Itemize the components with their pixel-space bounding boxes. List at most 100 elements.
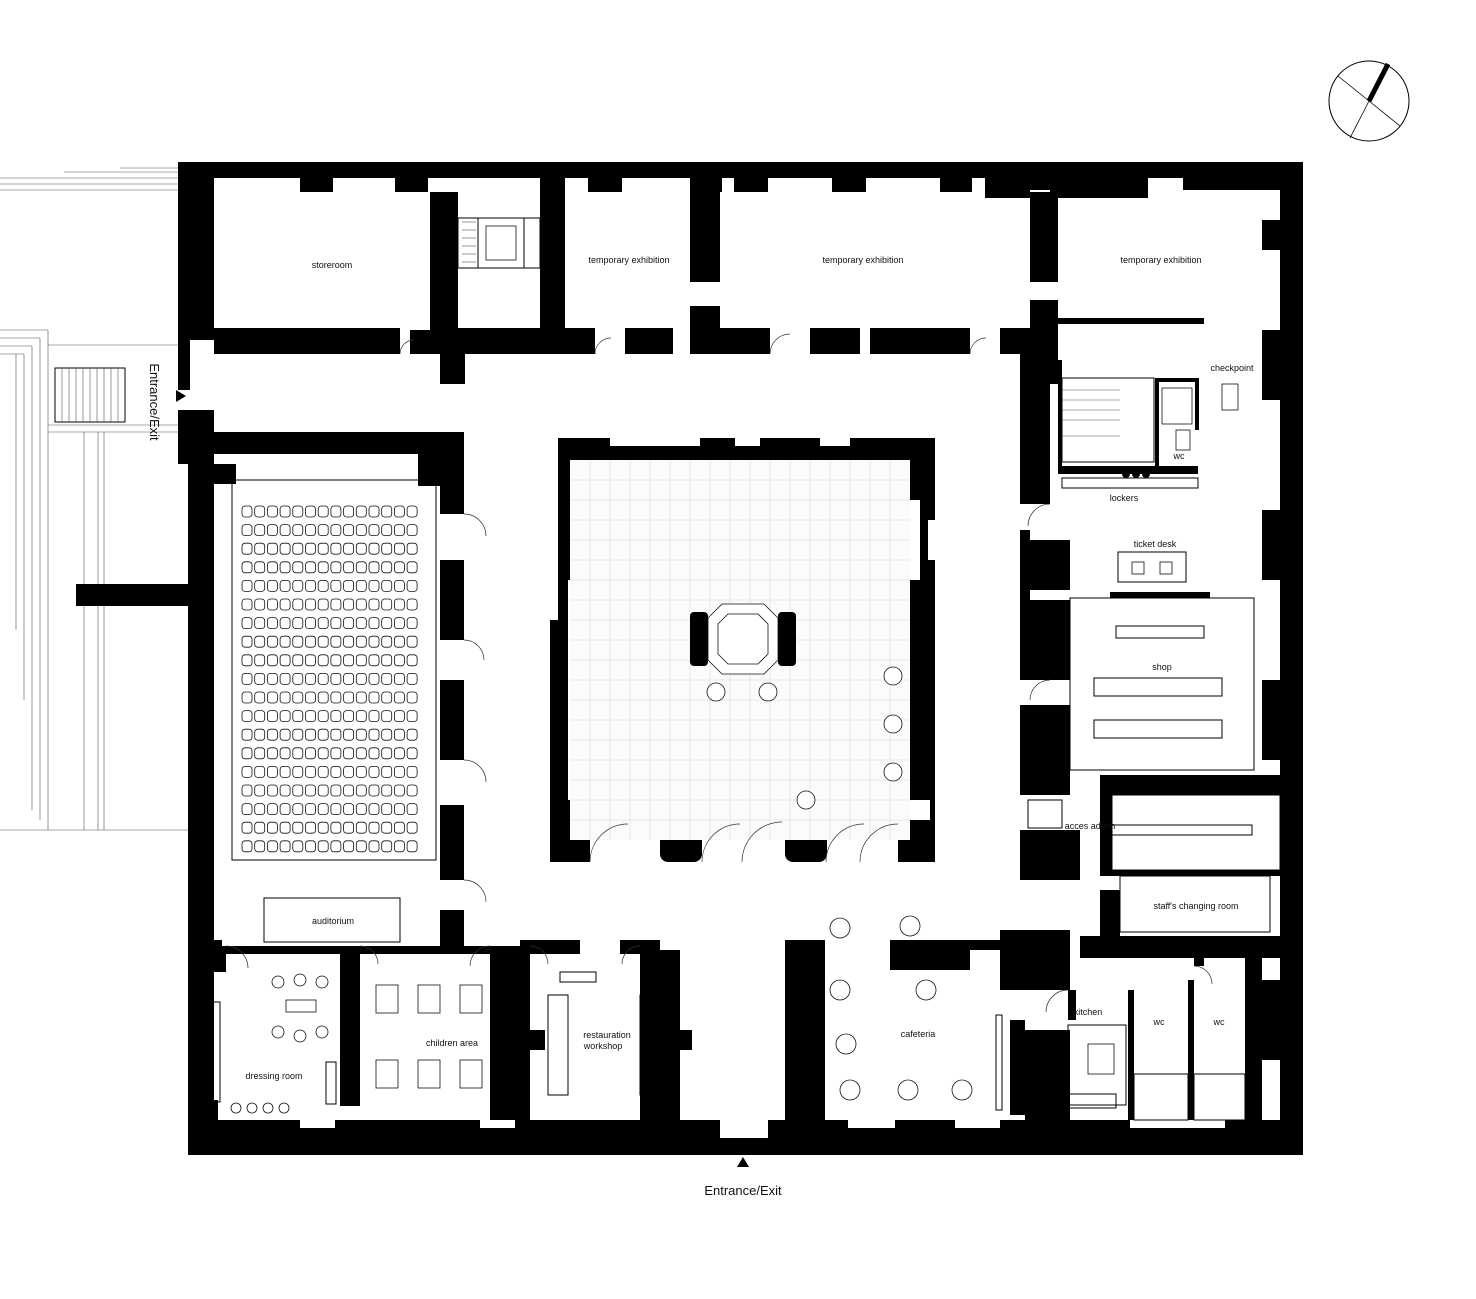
auditorium-seat: [343, 840, 355, 853]
auditorium-seat: [343, 747, 355, 760]
auditorium-seat: [305, 505, 316, 518]
auditorium-seat: [241, 524, 253, 536]
auditorium-seat: [292, 766, 304, 778]
auditorium-seat: [393, 784, 405, 797]
auditorium-seat: [317, 505, 329, 518]
auditorium-seat: [266, 617, 278, 629]
outer-walls: [178, 162, 1303, 1155]
auditorium-seating-area: [231, 479, 437, 861]
auditorium-seat: [406, 728, 418, 741]
auditorium-seat: [406, 803, 418, 815]
auditorium-seat: [317, 766, 329, 778]
auditorium-seat: [317, 691, 329, 704]
site-context-west: [0, 167, 192, 831]
auditorium-seat: [241, 505, 253, 518]
auditorium-seat: [279, 673, 291, 685]
auditorium-seat: [368, 840, 380, 853]
auditorium-seat: [305, 580, 316, 592]
auditorium-seat: [279, 710, 291, 722]
auditorium-seat: [393, 580, 405, 592]
auditorium-seat: [393, 710, 405, 722]
auditorium-seat: [343, 580, 355, 592]
auditorium-seat: [393, 598, 405, 611]
auditorium-seat: [292, 840, 304, 853]
auditorium-seat: [317, 542, 329, 555]
auditorium-seat: [368, 580, 380, 592]
auditorium-seat: [355, 728, 367, 741]
auditorium-seat: [266, 580, 278, 592]
auditorium-seat: [343, 524, 355, 536]
label-temporary-exhibition-2: temporary exhibition: [822, 255, 903, 265]
auditorium-seat: [305, 635, 316, 648]
label-lockers: lockers: [1110, 493, 1139, 503]
auditorium-seat: [368, 505, 380, 518]
label-storeroom: storeroom: [312, 260, 353, 270]
auditorium-seat: [241, 803, 253, 815]
auditorium-seat: [241, 784, 253, 797]
auditorium-seat: [279, 840, 291, 853]
auditorium-seat: [343, 821, 355, 834]
auditorium-seat: [254, 673, 266, 685]
auditorium-seat: [343, 617, 355, 629]
auditorium-seat: [406, 598, 418, 611]
auditorium-seat: [292, 542, 304, 555]
auditorium-seat: [241, 821, 253, 834]
auditorium-seat: [254, 598, 266, 611]
auditorium-seat: [292, 691, 304, 704]
auditorium-seat: [355, 617, 367, 629]
dressing-room-furniture: [211, 973, 337, 1114]
auditorium-seat: [368, 524, 380, 536]
auditorium-seat: [279, 617, 291, 629]
auditorium-seat: [330, 728, 342, 741]
auditorium-seat: [355, 654, 367, 667]
auditorium-seat: [279, 821, 291, 834]
label-acces-admin: acces admin: [1065, 821, 1116, 831]
auditorium-seat: [292, 803, 304, 815]
auditorium-seat: [393, 617, 405, 629]
auditorium-seat: [279, 580, 291, 592]
auditorium-seat: [279, 766, 291, 778]
auditorium-seat: [406, 766, 418, 778]
auditorium-seat: [355, 747, 367, 760]
auditorium-seat: [406, 617, 418, 629]
admin-stair: [1027, 794, 1281, 933]
auditorium-seat: [266, 542, 278, 555]
auditorium-seat: [330, 766, 342, 778]
auditorium-seat: [254, 766, 266, 778]
auditorium-seat: [241, 691, 253, 704]
auditorium-seat: [330, 654, 342, 667]
auditorium-seat: [381, 524, 393, 536]
auditorium-seat: [305, 524, 316, 536]
auditorium-stage: [263, 897, 401, 943]
auditorium-seat: [305, 784, 316, 797]
auditorium-seat: [343, 542, 355, 555]
auditorium-seat: [368, 635, 380, 648]
auditorium-seat: [279, 691, 291, 704]
auditorium-seat: [381, 710, 393, 722]
auditorium-seat: [317, 821, 329, 834]
label-temporary-exhibition-1: temporary exhibition: [588, 255, 669, 265]
auditorium-seat: [406, 673, 418, 685]
north-range-walls: [214, 192, 1204, 384]
auditorium-seat: [279, 542, 291, 555]
auditorium-seat: [305, 598, 316, 611]
auditorium-seat: [292, 561, 304, 574]
auditorium-seat: [254, 635, 266, 648]
auditorium-seat: [368, 598, 380, 611]
auditorium-seat: [393, 766, 405, 778]
west-range-walls: [214, 432, 464, 970]
auditorium-seat: [254, 524, 266, 536]
auditorium-seat: [343, 598, 355, 611]
auditorium-seat: [305, 766, 316, 778]
auditorium-seat: [355, 561, 367, 574]
auditorium-seat: [266, 821, 278, 834]
auditorium-seat: [355, 542, 367, 555]
auditorium-seat: [406, 784, 418, 797]
auditorium-seat: [254, 821, 266, 834]
auditorium-seat: [241, 840, 253, 853]
auditorium-seat: [266, 784, 278, 797]
auditorium-seat: [406, 840, 418, 853]
auditorium-seat: [317, 598, 329, 611]
auditorium-seat: [254, 654, 266, 667]
